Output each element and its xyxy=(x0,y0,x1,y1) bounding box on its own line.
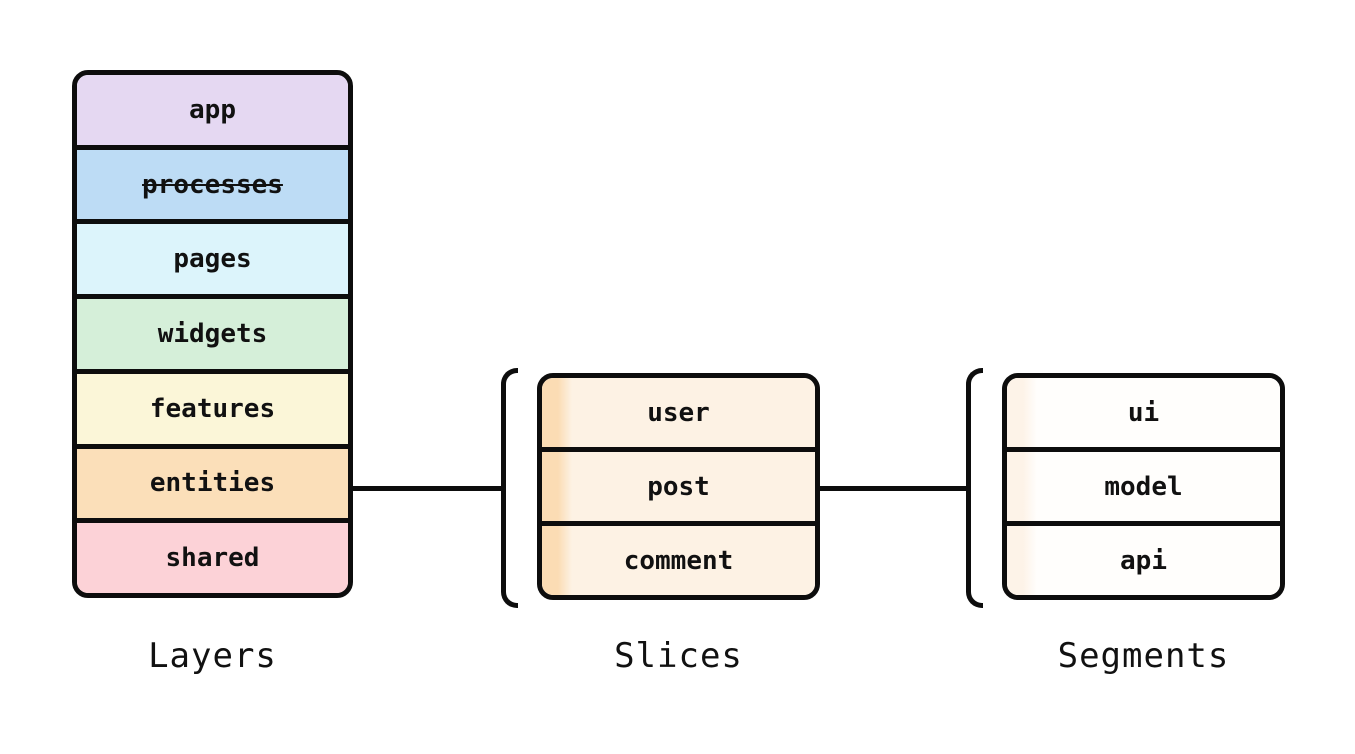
layer-label-features: features xyxy=(149,393,276,424)
segment-row-api: api xyxy=(1007,526,1280,595)
layers-caption: Layers xyxy=(148,636,277,676)
segment-label-ui: ui xyxy=(1127,397,1160,428)
layer-row-app: app xyxy=(77,75,348,150)
layer-row-shared: shared xyxy=(77,523,348,593)
connector-slices-to-segments xyxy=(817,486,968,491)
connector-layers-to-slices xyxy=(350,486,503,491)
segments-bracket xyxy=(966,368,983,608)
slice-label-user: user xyxy=(647,397,710,428)
segment-label-api: api xyxy=(1120,545,1167,576)
segment-row-ui: ui xyxy=(1007,378,1280,452)
segment-row-model: model xyxy=(1007,452,1280,526)
layer-row-processes: processes xyxy=(77,149,348,225)
layer-label-entities: entities xyxy=(149,468,276,499)
layer-label-widgets: widgets xyxy=(157,319,268,350)
layer-label-pages: pages xyxy=(173,244,252,275)
layer-row-pages: pages xyxy=(77,224,348,300)
slice-row-user: user xyxy=(542,378,815,452)
layer-row-entities: entities xyxy=(77,448,348,524)
slice-row-post: post xyxy=(542,452,815,526)
slices-caption: Slices xyxy=(614,636,743,676)
layer-label-shared: shared xyxy=(165,543,260,574)
slice-label-post: post xyxy=(647,471,710,502)
layer-label-processes: processes xyxy=(142,169,283,200)
slice-row-comment: comment xyxy=(542,526,815,595)
segment-label-model: model xyxy=(1104,471,1183,502)
slices-box: user post comment xyxy=(537,373,820,600)
segments-caption: Segments xyxy=(1057,636,1230,676)
slice-label-comment: comment xyxy=(623,545,734,576)
layer-label-app: app xyxy=(189,94,236,125)
layers-box: app processes pages widgets features ent… xyxy=(72,70,353,598)
layer-row-features: features xyxy=(77,373,348,449)
slices-bracket xyxy=(501,368,518,608)
layer-row-widgets: widgets xyxy=(77,299,348,374)
segments-box: ui model api xyxy=(1002,373,1285,600)
